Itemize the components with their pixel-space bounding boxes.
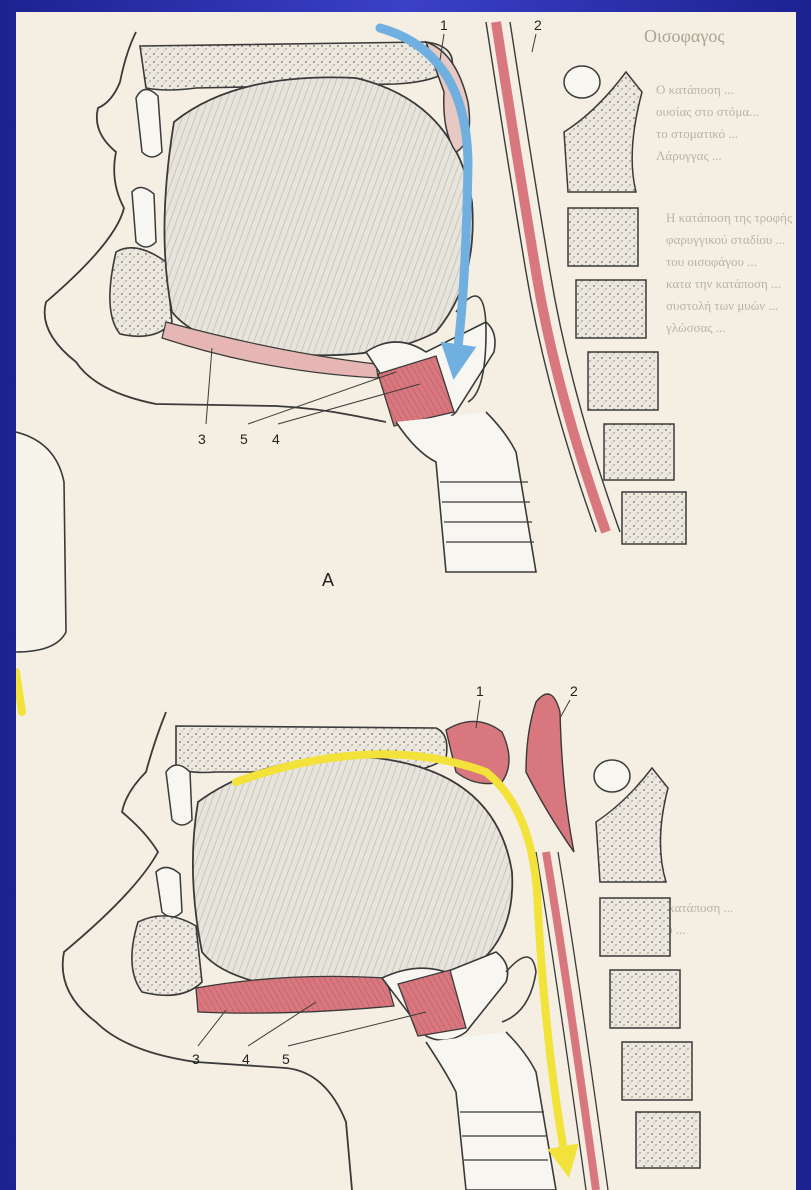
left-edge-fragment bbox=[16, 432, 66, 712]
geniohyoid-muscle bbox=[196, 976, 394, 1013]
background-line: συστολή των μυών ... bbox=[666, 298, 778, 313]
top-panel: 1 2 3 5 4 A bbox=[45, 17, 686, 590]
callout-label: 5 bbox=[282, 1051, 290, 1067]
background-line: κατα την κατάποση ... bbox=[666, 276, 781, 291]
callout-label: 4 bbox=[242, 1051, 250, 1067]
mandible-bone bbox=[132, 916, 202, 995]
background-line: Λάρυγγας ... bbox=[656, 148, 722, 163]
callout-label: 2 bbox=[570, 683, 578, 699]
background-heading: Οισοφαγος bbox=[644, 26, 724, 46]
callout-label: 3 bbox=[198, 431, 206, 447]
tongue bbox=[164, 77, 472, 355]
panel-label: A bbox=[322, 570, 334, 590]
larynx bbox=[426, 1032, 556, 1190]
callout-label: 5 bbox=[240, 431, 248, 447]
pharyngeal-wall-muscle bbox=[546, 852, 596, 1190]
tongue bbox=[193, 757, 512, 992]
lower-tooth bbox=[132, 187, 156, 247]
upper-tooth bbox=[136, 89, 162, 157]
background-line: το στοματικό ... bbox=[656, 126, 738, 141]
lower-tooth bbox=[156, 867, 182, 917]
pharyngeal-constrictor-muscle bbox=[526, 694, 574, 852]
callout-label: 2 bbox=[534, 17, 542, 33]
larynx bbox=[396, 412, 536, 572]
background-line: φαρυγγικού σταδίου ... bbox=[666, 232, 785, 247]
bottom-panel: 1 2 3 4 5 bbox=[63, 683, 700, 1190]
callout-label: 1 bbox=[440, 17, 448, 33]
soft-palate bbox=[446, 721, 509, 783]
background-line: Ο κατάποση ... bbox=[656, 82, 734, 97]
mandible-bone bbox=[110, 248, 172, 337]
background-line: Η κατάποση της τροφής ... bbox=[666, 210, 796, 225]
background-line: του οισοφάγου ... bbox=[666, 254, 757, 269]
callout-label: 4 bbox=[272, 431, 280, 447]
upper-tooth bbox=[166, 765, 192, 825]
callout-label: 3 bbox=[192, 1051, 200, 1067]
background-line: γλώσσας ... bbox=[665, 320, 726, 335]
callout-label: 1 bbox=[476, 683, 484, 699]
cervical-spine bbox=[594, 760, 700, 1168]
textbook-page: Οισοφαγος Ο κατάποση ... ουσίας στο στόμ… bbox=[16, 12, 796, 1190]
swallowing-diagram: Οισοφαγος Ο κατάποση ... ουσίας στο στόμ… bbox=[16, 12, 796, 1190]
background-line: ουσίας στο στόμα... bbox=[656, 104, 759, 119]
